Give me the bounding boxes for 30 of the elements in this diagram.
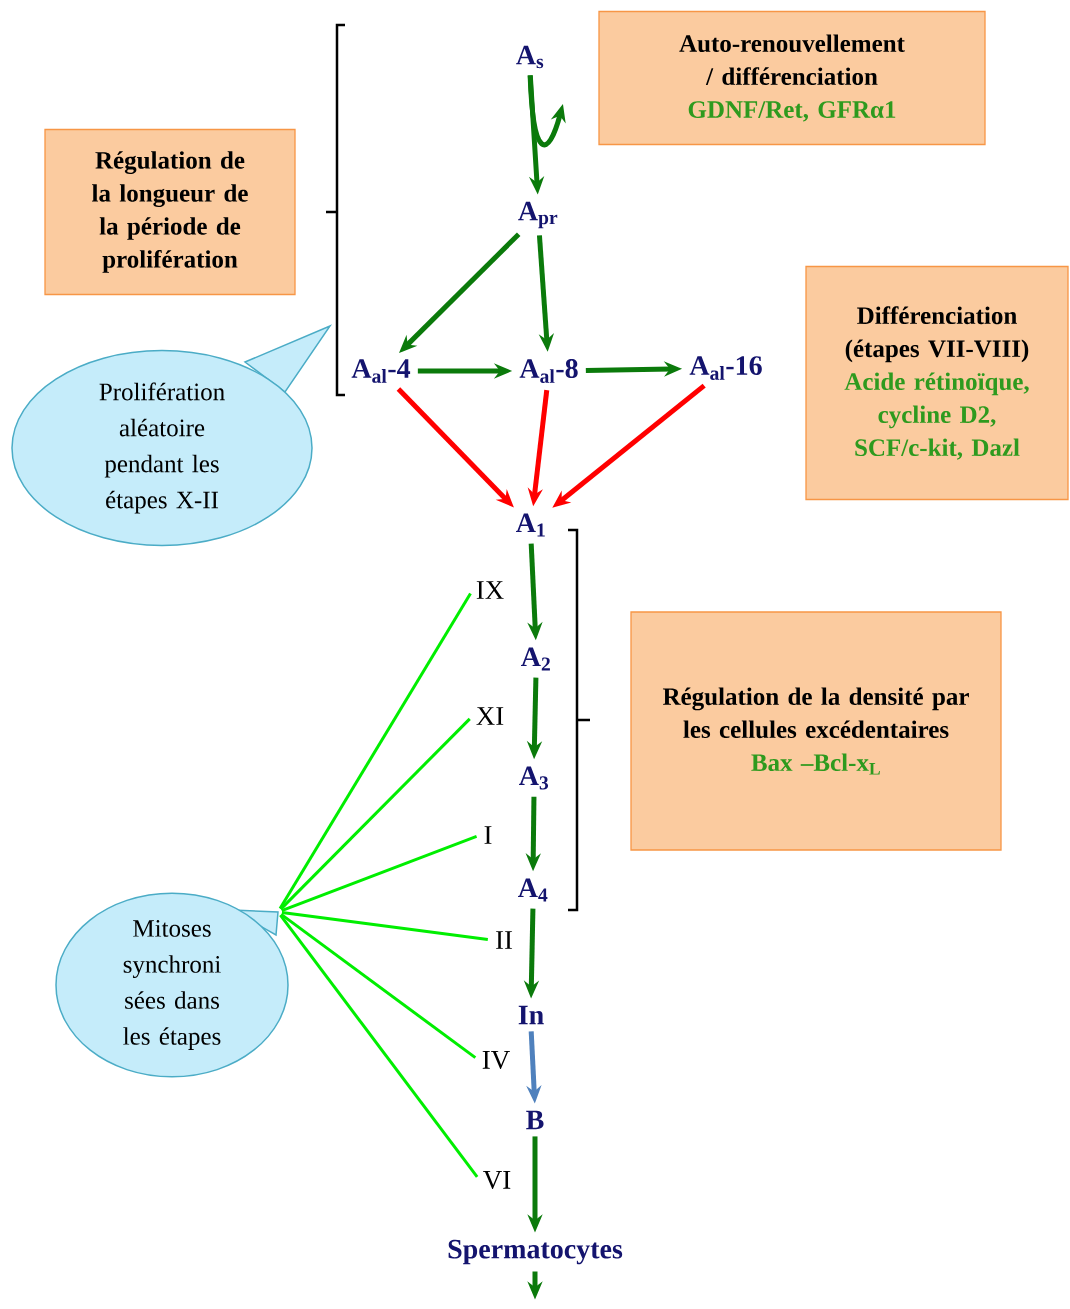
leader-line xyxy=(280,913,477,1059)
cell-label: A$_{2}$ xyxy=(521,647,550,671)
leader-line xyxy=(279,717,471,911)
leader-line xyxy=(281,911,489,941)
cell-label: A$_{4}$ xyxy=(518,878,548,902)
cell-label: In xyxy=(518,1005,544,1025)
stage-label: II xyxy=(496,931,513,949)
speech-bubble: Prolifération aléatoire pendant les étapes X-II xyxy=(11,324,333,547)
stage-label: IV xyxy=(482,1050,510,1070)
cell-label: B xyxy=(526,1110,544,1130)
info-box: Auto-renouvellement / différenciation GDNF/Ret, GFRα1 xyxy=(598,10,986,146)
cell-label: A$_{al}$-16 xyxy=(689,356,762,380)
cell-label: A$_{3}$ xyxy=(519,766,549,790)
cell-label: A$_{al}$-8 xyxy=(519,359,578,383)
stage-label: IX xyxy=(476,581,504,599)
info-box: Différenciation (étapes VII-VIII) Acide rétinoïque, cycline D2, SCF/c-kit, Dazl xyxy=(805,265,1069,501)
leader-line xyxy=(281,835,478,912)
speech-bubble: Mitoses synchroni sées dans les étapes xyxy=(55,892,289,1078)
stage-label: I xyxy=(484,826,492,844)
cell-label: A$_{1}$ xyxy=(516,513,545,537)
leader-line xyxy=(279,914,479,1178)
info-box: Régulation de la longueur de la période de prolifération xyxy=(44,128,296,296)
info-box: Régulation de la densité par les cellules excédentaires Bax –Bcl-x$_{L}$ xyxy=(630,611,1002,851)
cell-label: A$_{al}$-4 xyxy=(351,359,411,383)
leader-line xyxy=(278,592,472,910)
cell-label: A$_{pr}$ xyxy=(518,201,558,229)
cell-label: Spermatocytes xyxy=(448,1239,623,1265)
stage-label: VI xyxy=(483,1170,511,1190)
cell-label: A$_{s}$ xyxy=(516,45,544,69)
stage-label: XI xyxy=(476,707,504,725)
